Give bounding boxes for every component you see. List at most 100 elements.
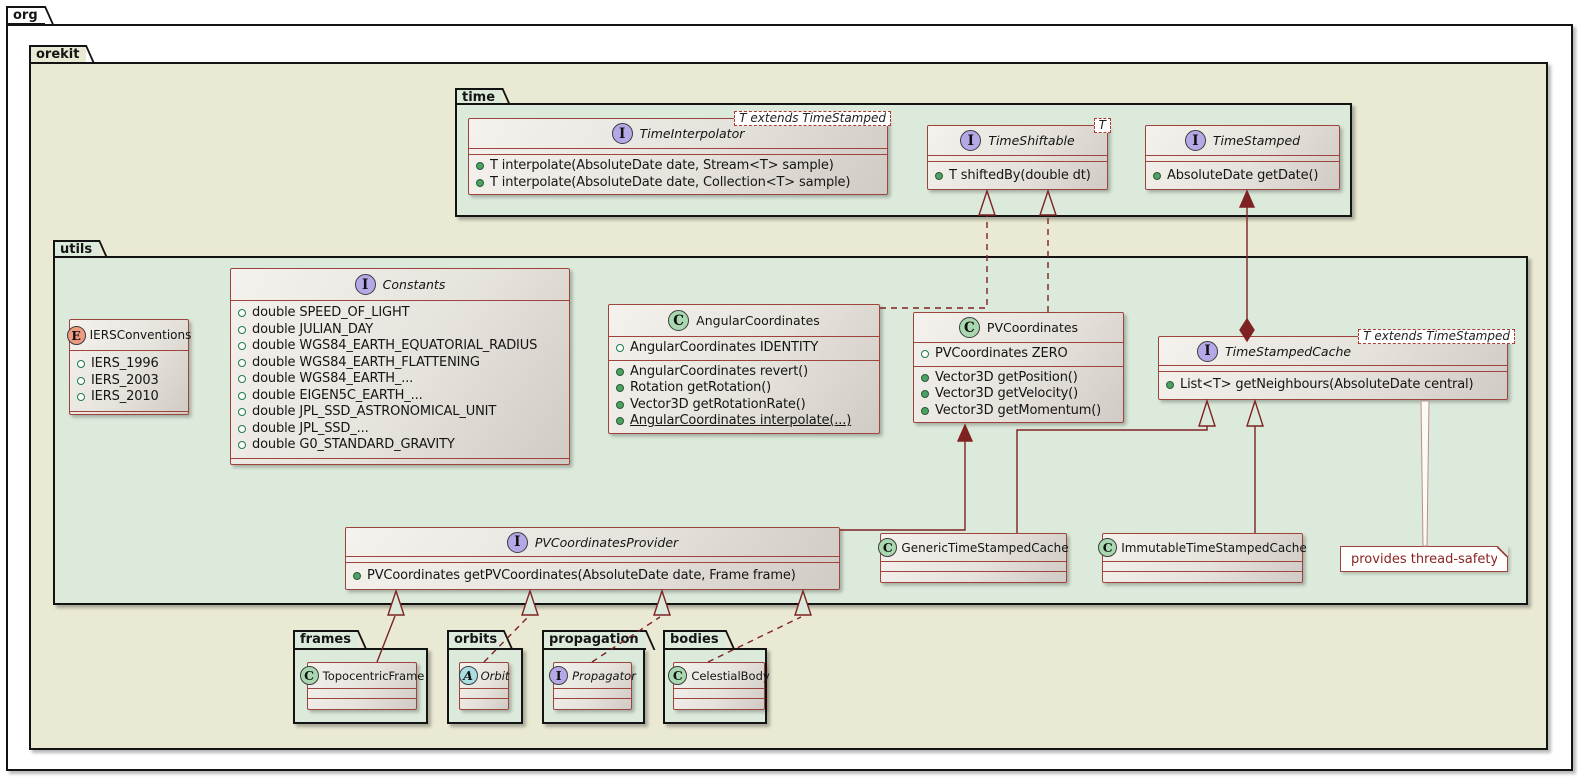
abstract-icon: A (458, 666, 478, 685)
class-pvcoordinates: C PVCoordinates PVCoordinates ZERO Vecto… (913, 312, 1124, 423)
method-bullet-icon (616, 384, 624, 393)
method-bullet-icon (921, 373, 929, 382)
methods-compartment: PVCoordinates getPVCoordinates(AbsoluteD… (346, 563, 839, 588)
fields-compartment (928, 156, 1107, 162)
class-name: AngularCoordinates (696, 313, 820, 328)
class-name: TimeShiftable (988, 133, 1075, 148)
generic-tag: T extends TimeStamped (734, 111, 891, 126)
methods-compartment (231, 459, 569, 471)
method-label: Vector3D getMomentum() (935, 402, 1102, 418)
methods-compartment: List<T> getNeighbours(AbsoluteDate centr… (1159, 372, 1507, 397)
fields-compartment (674, 689, 764, 699)
field-label: double WGS84_EARTH_... (252, 371, 414, 386)
class-orbit: A Orbit (458, 662, 510, 710)
package-tab-orekit: orekit (29, 45, 87, 64)
methods-compartment: AbsoluteDate getDate() (1146, 162, 1339, 188)
method-label: AbsoluteDate getDate() (1167, 168, 1319, 183)
static-method-label: AngularCoordinates interpolate(...) (630, 413, 852, 428)
class-name: PVCoordinates (986, 320, 1079, 335)
class-name: IERSConventions (89, 328, 192, 342)
package-tab-utils: utils (53, 240, 100, 258)
field-bullet-icon (238, 408, 246, 417)
class-name: CelestialBody (691, 668, 770, 683)
methods-compartment (674, 699, 764, 709)
package-label-orbits: orbits (454, 632, 498, 647)
package-label-propagation: propagation (549, 632, 639, 647)
class-timeshiftable: T I TimeShiftable T shiftedBy(double dt) (927, 118, 1111, 190)
method-label: Vector3D getVelocity() (935, 386, 1079, 401)
fields-compartment (469, 149, 887, 155)
enum-value: IERS_2003 (91, 372, 159, 388)
class-name: TimeStampedCache (1225, 343, 1352, 359)
method-label: PVCoordinates getPVCoordinates(AbsoluteD… (367, 568, 796, 583)
package-label-bodies: bodies (670, 632, 719, 647)
methods-compartment (554, 699, 631, 709)
class-icon: C (878, 538, 898, 557)
methods-compartment: T shiftedBy(double dt) (928, 162, 1107, 188)
class-icon: C (668, 666, 688, 685)
field-bullet-icon (77, 360, 85, 369)
methods-compartment (460, 699, 508, 709)
field-bullet-icon (921, 350, 929, 359)
field-bullet-icon (616, 344, 624, 353)
field-label: double SPEED_OF_LIGHT (252, 305, 410, 320)
field-label: AngularCoordinates IDENTITY (630, 340, 819, 355)
field-bullet-icon (238, 424, 246, 433)
class-immutabletimestampedcache: C ImmutableTimeStampedCache (1098, 533, 1307, 583)
method-bullet-icon (476, 178, 484, 187)
class-name: Propagator (572, 668, 636, 683)
field-bullet-icon (238, 391, 246, 400)
fields-compartment (554, 689, 631, 699)
class-angularcoordinates: C AngularCoordinates AngularCoordinates … (608, 304, 880, 434)
class-name: TimeInterpolator (639, 126, 745, 141)
method-label: Vector3D getPosition() (935, 369, 1078, 385)
interface-icon: I (354, 274, 376, 295)
class-name: Orbit (480, 668, 510, 683)
class-constants: I Constants double SPEED_OF_LIGHT double… (230, 268, 570, 465)
method-label: Rotation getRotation() (630, 380, 772, 395)
field-bullet-icon (238, 342, 246, 351)
class-generictimestampedcache: C GenericTimeStampedCache (878, 533, 1069, 583)
class-topocentricframe: C TopocentricFrame (299, 662, 424, 710)
class-icon: C (1098, 538, 1118, 557)
field-label: double JPL_SSD_... (252, 420, 369, 436)
field-label: double WGS84_EARTH_FLATTENING (252, 354, 480, 370)
field-label: double EIGEN5C_EARTH_... (252, 387, 423, 403)
method-label: Vector3D getRotationRate() (630, 396, 806, 412)
class-name: GenericTimeStampedCache (901, 540, 1069, 555)
field-bullet-icon (77, 376, 85, 385)
package-label-time: time (462, 90, 496, 105)
methods-compartment: Vector3D getPosition() Vector3D getVeloc… (914, 367, 1123, 423)
fields-compartment: PVCoordinates ZERO (914, 343, 1123, 367)
field-bullet-icon (238, 309, 246, 318)
interface-icon: I (506, 531, 528, 553)
field-bullet-icon (238, 325, 246, 334)
field-label: double JULIAN_DAY (252, 321, 374, 337)
fields-compartment: AngularCoordinates IDENTITY (609, 337, 879, 361)
method-bullet-icon (616, 367, 624, 376)
interface-icon: I (1184, 130, 1206, 151)
methods-compartment (1103, 572, 1302, 582)
fields-compartment (346, 557, 839, 563)
method-label: T interpolate(AbsoluteDate date, Collect… (490, 174, 851, 190)
fields-compartment (308, 689, 416, 699)
field-bullet-icon (238, 441, 246, 450)
class-timeinterpolator: T extends TimeStamped I TimeInterpolator… (468, 111, 891, 195)
method-label: AngularCoordinates revert() (630, 363, 809, 379)
generic-tag: T (1093, 118, 1111, 133)
package-tab-orbits: orbits (447, 630, 505, 650)
method-label: T shiftedBy(double dt) (949, 168, 1091, 183)
note-thread-safety: provides thread-safety (1340, 546, 1508, 572)
interface-icon: I (549, 666, 569, 685)
package-label-frames: frames (300, 632, 351, 647)
enum-icon: E (66, 325, 86, 345)
class-name: PVCoordinatesProvider (534, 534, 679, 550)
package-tab-time: time (455, 88, 503, 105)
field-label: double WGS84_EARTH_EQUATORIAL_RADIUS (252, 338, 538, 353)
method-bullet-icon (616, 400, 624, 409)
field-label: double G0_STANDARD_GRAVITY (252, 437, 455, 452)
method-bullet-icon (353, 572, 361, 581)
interface-icon: I (1197, 340, 1218, 362)
method-bullet-icon (935, 172, 943, 181)
